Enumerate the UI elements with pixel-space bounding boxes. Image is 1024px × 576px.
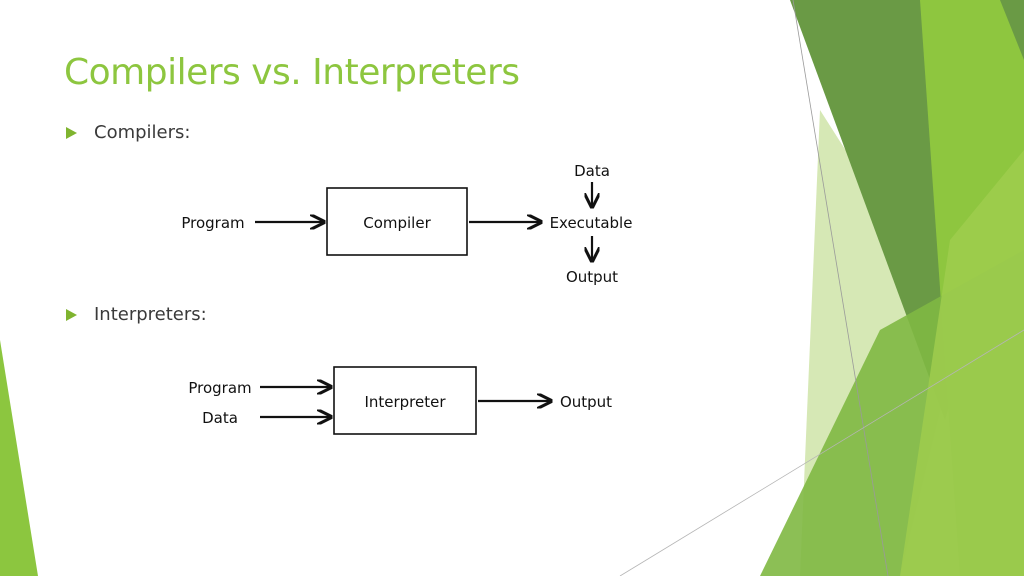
compiler-input-label: Program — [181, 214, 244, 232]
bullet-arrow-icon — [66, 126, 77, 139]
interpreter-output-label: Output — [560, 393, 612, 411]
executable-label: Executable — [550, 214, 633, 232]
interpreter-data-label: Data — [202, 409, 238, 427]
bullet-interpreters-label: Interpreters: — [94, 304, 207, 325]
bullet-interpreters: Interpreters: — [66, 304, 207, 325]
slide-title: Compilers vs. Interpreters — [64, 52, 520, 93]
interpreter-box-label: Interpreter — [364, 393, 446, 411]
interpreter-program-label: Program — [188, 379, 251, 397]
compiler-box — [326, 187, 468, 256]
bullet-arrow-icon — [66, 308, 77, 321]
compiler-diagram: Program Compiler Executable Data Output — [181, 162, 632, 286]
interpreter-diagram: Program Data Interpreter Output — [188, 366, 612, 435]
compiler-output-label: Output — [566, 268, 618, 286]
bullet-compilers-label: Compilers: — [94, 122, 191, 143]
compiler-data-label: Data — [574, 162, 610, 180]
bullet-compilers: Compilers: — [66, 122, 190, 143]
compiler-box-label: Compiler — [363, 214, 431, 232]
interpreter-box — [333, 366, 477, 435]
